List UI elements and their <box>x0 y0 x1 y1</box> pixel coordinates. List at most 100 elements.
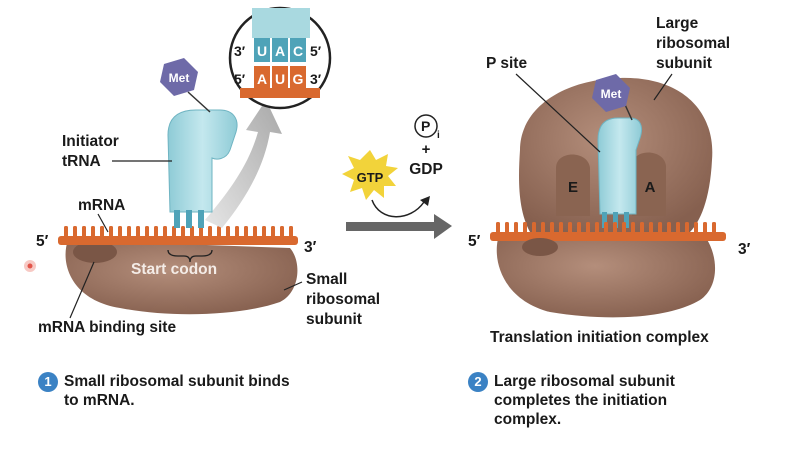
three-prime-left: 3′ <box>304 239 317 256</box>
mrna-tooth <box>73 226 77 238</box>
step-1-line-1: Small ribosomal subunit binds <box>64 373 290 390</box>
mrna-tooth <box>217 226 221 238</box>
mrna-tooth <box>100 226 104 238</box>
plus-label: + <box>422 141 431 158</box>
mrna-tooth <box>190 226 194 238</box>
complex-label: Translation initiation complex <box>490 329 709 346</box>
mrna-binding-site-groove <box>73 241 117 263</box>
mrna-tooth <box>163 226 167 238</box>
mrna-tooth <box>181 226 185 238</box>
mrna-tooth <box>289 226 293 238</box>
small-ribosomal-subunit <box>65 240 298 315</box>
cursor-dot-center <box>27 263 33 269</box>
mrna-tooth <box>253 226 257 238</box>
mrna-tooth <box>127 226 131 238</box>
step-1-line-2: to mRNA. <box>64 392 135 409</box>
mrna-tooth <box>667 222 671 234</box>
mrna-binding-groove-right <box>522 238 558 256</box>
mrna-strand-left <box>58 226 298 245</box>
mrna-tooth <box>595 222 599 234</box>
small-subunit-label-3: subunit <box>306 311 362 328</box>
pi-label: P <box>421 118 430 134</box>
mrna-label: mRNA <box>78 197 125 214</box>
start-codon-label: Start codon <box>131 261 217 278</box>
small-subunit-label-1: Small <box>306 271 347 288</box>
met-label-right: Met <box>601 87 622 101</box>
inset-bottom-three: 3′ <box>310 71 322 87</box>
mrna-tooth <box>541 222 545 234</box>
mrna-tooth <box>604 222 608 234</box>
mrna-tooth <box>568 222 572 234</box>
mrna-tooth <box>694 222 698 234</box>
five-prime-left: 5′ <box>36 233 49 250</box>
mrna-tooth <box>235 226 239 238</box>
p-site-leader-line <box>515 73 601 153</box>
mrna-binding-site-label: mRNA binding site <box>38 319 176 336</box>
mrna-tooth <box>622 222 626 234</box>
anticodon-base-1: U <box>257 43 267 59</box>
mrna-tooth <box>523 222 527 234</box>
mrna-tooth <box>208 226 212 238</box>
mrna-tooth <box>505 222 509 234</box>
right-panel: E A Met 5′ 3′ P site Large ribosomal sub… <box>468 15 751 346</box>
mrna-tooth <box>271 226 275 238</box>
gtp-hydrolysis: GTP P i + GDP <box>342 114 452 239</box>
curve-arrowhead <box>420 196 430 206</box>
gtp-burst <box>342 150 398 200</box>
initiator-trna-label-1: Initiator <box>62 133 119 150</box>
mrna-tooth <box>712 222 716 234</box>
large-subunit-label-3: subunit <box>656 55 712 72</box>
mrna-tooth <box>613 222 617 234</box>
mrna-tooth <box>658 222 662 234</box>
mrna-tooth <box>703 222 707 234</box>
pi-subscript: i <box>437 130 440 141</box>
p-site-label: P site <box>486 55 527 72</box>
mrna-tooth <box>550 222 554 234</box>
mrna-tooth <box>532 222 536 234</box>
mrna-tooth <box>226 226 230 238</box>
codon-base-3: G <box>293 71 304 87</box>
left-panel: Met Initiator tRNA mRNA 5′ 3′ Start codo… <box>24 58 380 336</box>
main-arrow-head <box>434 214 452 239</box>
step-2-badge: 2 <box>468 372 488 392</box>
mrna-tooth <box>649 222 653 234</box>
mrna-tooth <box>586 222 590 234</box>
zoom-arrow <box>205 100 282 228</box>
inset-bottom-five: 5′ <box>234 71 246 87</box>
step-2-line-3: complex. <box>494 411 562 428</box>
gtp-curve-arrow <box>371 199 425 218</box>
step-2-line-2: completes the initiation <box>494 392 668 409</box>
large-subunit-label-2: ribosomal <box>656 35 730 52</box>
mrna-tooth <box>280 226 284 238</box>
mrna-leader-line <box>97 213 109 233</box>
mrna-tooth <box>262 226 266 238</box>
mrna-tooth <box>631 222 635 234</box>
mrna-tooth <box>676 222 680 234</box>
mrna-tooth <box>244 226 248 238</box>
mrna-tooth <box>172 226 176 238</box>
mrna-tooth <box>496 222 500 234</box>
mrna-tooth <box>559 222 563 234</box>
five-prime-right: 5′ <box>468 233 481 250</box>
a-site-label: A <box>645 179 656 196</box>
mrna-tooth <box>577 222 581 234</box>
mrna-tooth <box>91 226 95 238</box>
main-arrow-shaft <box>346 222 436 231</box>
small-subunit-label-2: ribosomal <box>306 291 380 308</box>
mrna-tooth <box>82 226 86 238</box>
a-site-pocket <box>632 152 666 216</box>
codon-inset: U A C A U G 3′ 5′ 5′ 3′ <box>228 6 332 110</box>
large-subunit-leader-line <box>653 73 673 101</box>
codon-base-2: U <box>275 71 285 87</box>
mrna-tooth <box>118 226 122 238</box>
p-site-trna <box>597 117 643 228</box>
start-codon-bracket <box>167 249 213 263</box>
mrna-tooth <box>199 226 203 238</box>
initiator-trna-label-2: tRNA <box>62 153 101 170</box>
mrna-tooth <box>64 226 68 238</box>
anticodon-base-2: A <box>275 43 285 59</box>
codon-base-1: A <box>257 71 267 87</box>
mrna-tooth <box>145 226 149 238</box>
three-prime-right: 3′ <box>738 241 751 258</box>
met-label: Met <box>169 71 190 85</box>
